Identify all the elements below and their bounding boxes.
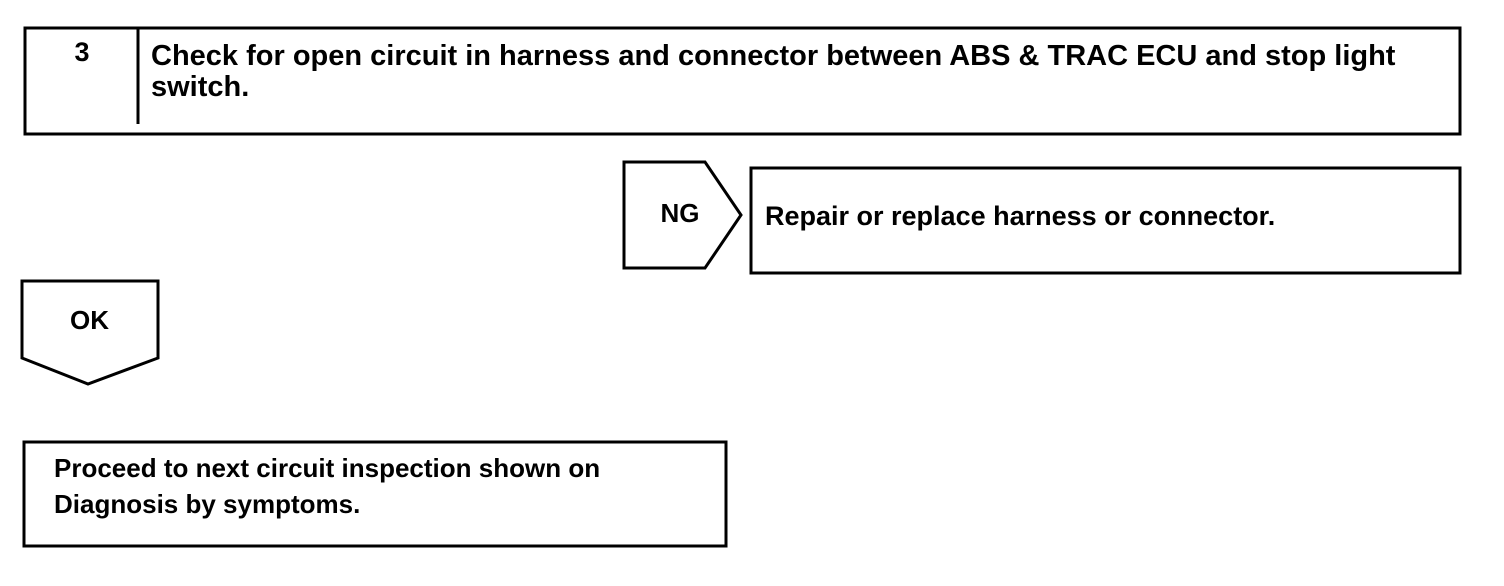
ng-action-box	[749, 166, 1462, 275]
ok-arrow-shape	[20, 279, 160, 386]
ng-arrow-shape	[622, 160, 743, 270]
step-box	[23, 26, 1462, 136]
ng-label: NG	[660, 198, 700, 228]
next-step-box	[22, 440, 728, 548]
next-step-text: Proceed to next circuit inspection shown…	[54, 453, 601, 519]
ok-label: OK	[70, 305, 109, 335]
step-title: Check for open circuit in harness and co…	[151, 40, 1396, 103]
step-number: 3	[74, 37, 90, 67]
ng-action-text: Repair or replace harness or connector.	[765, 201, 1276, 231]
